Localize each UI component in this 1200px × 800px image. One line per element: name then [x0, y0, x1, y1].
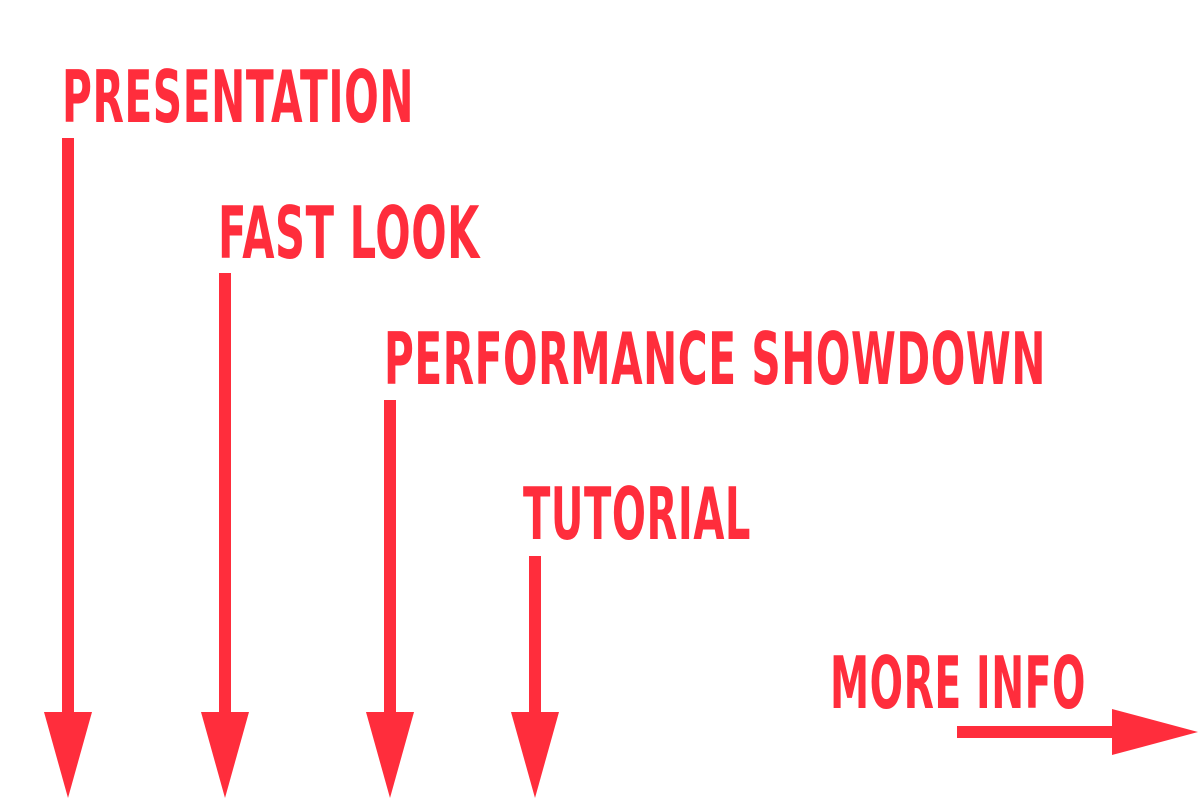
arrow-right-icon[interactable]: [957, 709, 1198, 755]
arrow-down-icon[interactable]: [201, 273, 249, 798]
label-performance-showdown[interactable]: PERFORMANCE SHOWDOWN: [384, 317, 1046, 401]
arrow-down-icon[interactable]: [511, 556, 559, 798]
label-presentation[interactable]: PRESENTATION: [62, 55, 414, 139]
arrow-down-icon[interactable]: [44, 138, 92, 798]
label-more-info[interactable]: MORE INFO: [830, 641, 1086, 725]
label-tutorial[interactable]: TUTORIAL: [523, 472, 751, 556]
label-fast-look[interactable]: FAST LOOK: [218, 191, 481, 275]
arrow-down-icon[interactable]: [366, 400, 414, 798]
